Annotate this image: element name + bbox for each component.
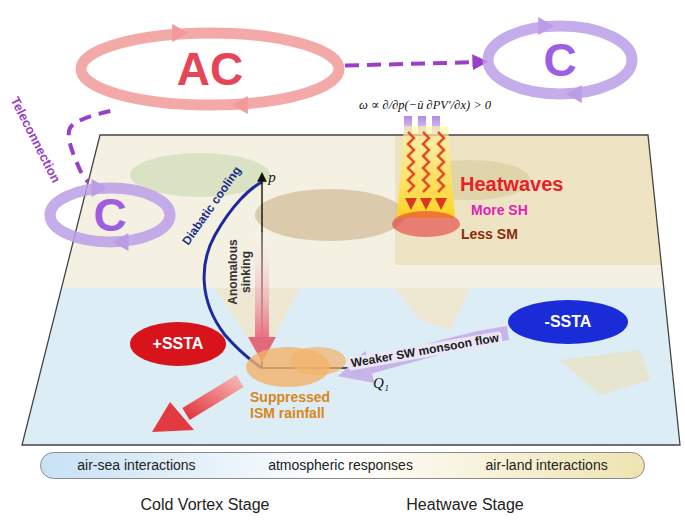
sst-blob: +SSTA [130, 322, 226, 366]
map-frame [22, 135, 680, 445]
axis-label: p [268, 169, 276, 186]
outflow-arrow [186, 381, 240, 414]
node-text: +SSTA [153, 335, 204, 353]
stage-label: Heatwave Stage [406, 496, 523, 514]
node-text: Suppressed ISM rainfall [250, 389, 350, 421]
axis-label: Q₁ [373, 375, 389, 392]
node-subtext: atmospheric responses [268, 457, 413, 473]
teleconnection-arrow [345, 62, 482, 66]
cyclone-loop: C [482, 20, 638, 100]
node-subtext: air-land interactions [486, 457, 608, 473]
sst-blob: -SSTA [508, 300, 628, 344]
node-text: air-sea interactions [77, 457, 195, 473]
equation: ω ∝ ∂/∂p(−ū ∂PV′/∂x) > 0 [359, 99, 491, 113]
node-text: AC [177, 43, 243, 96]
heatwave-column: HeatwavesMore SH Less SM [395, 118, 567, 246]
node-text: Heatwaves [460, 173, 563, 196]
node-text: C [543, 34, 576, 87]
process-band: air-sea interactions atmospheric response… [40, 452, 645, 479]
map-ground [0, 130, 685, 458]
anticyclone-loop: AC [75, 27, 345, 111]
rainfall-blob: Suppressed ISM rainfall [248, 345, 354, 427]
cyclone-loop: C [44, 182, 176, 248]
outflow-head [152, 402, 194, 432]
node-subtext: More SH [471, 202, 528, 218]
node-text: -SSTA [545, 313, 592, 331]
node-text: C [93, 189, 126, 242]
node-subtext: Less SM [461, 226, 518, 242]
teleconnection-path [69, 111, 111, 182]
edge-label: Teleconnection [7, 95, 63, 186]
process-label: Anomalous sinking [227, 236, 253, 308]
stage-label: Cold Vortex Stage [141, 496, 270, 514]
sinking-arrow [255, 232, 269, 338]
